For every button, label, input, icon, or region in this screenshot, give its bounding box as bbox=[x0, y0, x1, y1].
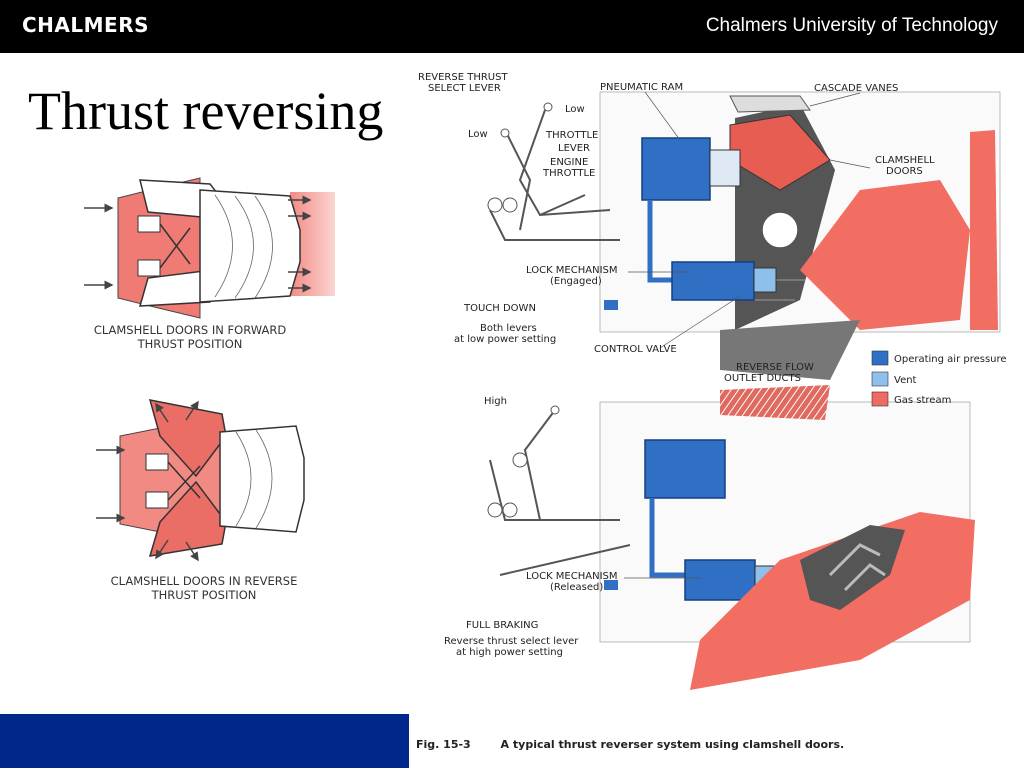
arrow-icon bbox=[155, 402, 169, 423]
clamshell-forward-figure: CLAMSHELL DOORS IN FORWARD THRUST POSITI… bbox=[84, 177, 335, 351]
legend-label-operating-air: Operating air pressure bbox=[894, 354, 1007, 365]
clamshell-reverse-figure: CLAMSHELL DOORS IN REVERSE THRUST POSITI… bbox=[96, 399, 305, 602]
flow-arrow bbox=[604, 300, 618, 310]
lever-pivot bbox=[500, 128, 510, 138]
reverser-mechanism-figure: REVERSE THRUST SELECT LEVER Low Low THRO… bbox=[418, 72, 1007, 690]
label-cascade-vanes: CASCADE VANES bbox=[814, 83, 898, 94]
label-lock-mechanism-released-2: (Released) bbox=[550, 582, 603, 593]
chalmers-logo: CHALMERS bbox=[22, 13, 150, 37]
label-lock-mechanism-engaged-2: (Engaged) bbox=[550, 276, 602, 287]
label-lock-mechanism-released-1: LOCK MECHANISM bbox=[526, 571, 618, 582]
arrow-icon bbox=[185, 541, 199, 562]
legend: Operating air pressure Vent Gas stream bbox=[871, 350, 1007, 407]
figure-number: Fig. 15-3 bbox=[416, 738, 471, 751]
gas-stream bbox=[800, 180, 970, 330]
arrow-icon bbox=[185, 400, 199, 421]
legend-swatch-gas-stream bbox=[871, 391, 889, 407]
lock-mechanism-released bbox=[684, 559, 756, 601]
label-throttle-lever-2: LEVER bbox=[558, 143, 590, 154]
label-pneumatic-ram: PNEUMATIC RAM bbox=[600, 82, 683, 93]
reverse-caption-line-2: THRUST POSITION bbox=[151, 588, 257, 602]
jet-pipe bbox=[219, 425, 305, 533]
lever-pivot bbox=[487, 197, 503, 213]
forward-caption-line-2: THRUST POSITION bbox=[137, 337, 243, 351]
bellcrank-hub bbox=[761, 211, 799, 249]
label-both-levers-2: at low power setting bbox=[454, 334, 556, 345]
label-engine-throttle-1: ENGINE bbox=[550, 157, 588, 168]
figure-caption-text: A typical thrust reverser system using c… bbox=[500, 738, 845, 751]
clamshell-door-lower bbox=[148, 480, 227, 557]
control-valve-vent bbox=[753, 267, 777, 293]
label-reverse-select-high-1: Reverse thrust select lever bbox=[444, 636, 579, 647]
actuator-box bbox=[145, 491, 169, 509]
lever-pivot bbox=[512, 452, 528, 468]
label-reverse-thrust-select-lever-1: REVERSE THRUST bbox=[418, 72, 508, 83]
figure-caption: Fig. 15-3 A typical thrust reverser syst… bbox=[416, 738, 844, 751]
footer-bar bbox=[0, 714, 409, 768]
cascade-vane-housing bbox=[729, 95, 811, 113]
arrow-icon bbox=[155, 539, 169, 560]
legend-label-gas-stream: Gas stream bbox=[894, 395, 951, 406]
label-clamshell-doors-2: DOORS bbox=[886, 166, 923, 177]
jet-pipe bbox=[199, 189, 301, 303]
label-low-left: Low bbox=[468, 129, 488, 140]
institution-name: Chalmers University of Technology bbox=[705, 15, 998, 36]
label-lock-mechanism-engaged-1: LOCK MECHANISM bbox=[526, 265, 618, 276]
label-reverse-thrust-select-lever-2: SELECT LEVER bbox=[428, 83, 501, 94]
gas-stream bbox=[970, 130, 998, 330]
reverse-flow-outlet-ducts bbox=[720, 320, 860, 380]
reverse-flow-ducts bbox=[720, 385, 830, 420]
pneumatic-ram bbox=[641, 137, 711, 201]
label-reverse-flow-outlet-ducts-2: OUTLET DUCTS bbox=[724, 373, 801, 384]
reverse-caption-line-1: CLAMSHELL DOORS IN REVERSE bbox=[111, 574, 298, 588]
slide-title: Thrust reversing bbox=[28, 81, 384, 141]
lever-pivot bbox=[502, 197, 518, 213]
label-reverse-flow-outlet-ducts-1: REVERSE FLOW bbox=[736, 362, 814, 373]
label-high: High bbox=[484, 396, 507, 407]
legend-swatch-operating-air bbox=[871, 350, 889, 366]
lever-pivot bbox=[487, 502, 503, 518]
legend-swatch-vent bbox=[871, 371, 889, 387]
clamshell-door-upper bbox=[148, 399, 227, 478]
ram-piston bbox=[709, 149, 741, 187]
clamshell-door-lower bbox=[800, 525, 905, 610]
label-engine-throttle-2: THROTTLE bbox=[542, 168, 595, 179]
label-both-levers-1: Both levers bbox=[480, 323, 537, 334]
pneumatic-ram bbox=[644, 439, 726, 499]
actuator-box bbox=[137, 259, 161, 277]
label-reverse-select-high-2: at high power setting bbox=[456, 647, 563, 658]
label-control-valve: CONTROL VALVE bbox=[594, 344, 677, 355]
lever-pivot bbox=[502, 502, 518, 518]
header-bar: CHALMERS Chalmers University of Technolo… bbox=[0, 0, 1024, 53]
actuator-box bbox=[145, 453, 169, 471]
label-full-braking: FULL BRAKING bbox=[466, 620, 538, 631]
legend-label-vent: Vent bbox=[894, 375, 917, 386]
label-touch-down: TOUCH DOWN bbox=[463, 303, 536, 314]
lever-pivot bbox=[550, 405, 560, 415]
label-low-top: Low bbox=[565, 104, 585, 115]
label-clamshell-doors-1: CLAMSHELL bbox=[875, 155, 935, 166]
flow-arrow bbox=[604, 580, 618, 590]
lock-mechanism-engaged bbox=[671, 261, 755, 301]
actuator-box bbox=[137, 215, 161, 233]
label-throttle-lever-1: THROTTLE bbox=[545, 130, 598, 141]
lever-pivot bbox=[543, 102, 553, 112]
forward-caption-line-1: CLAMSHELL DOORS IN FORWARD bbox=[94, 323, 287, 337]
